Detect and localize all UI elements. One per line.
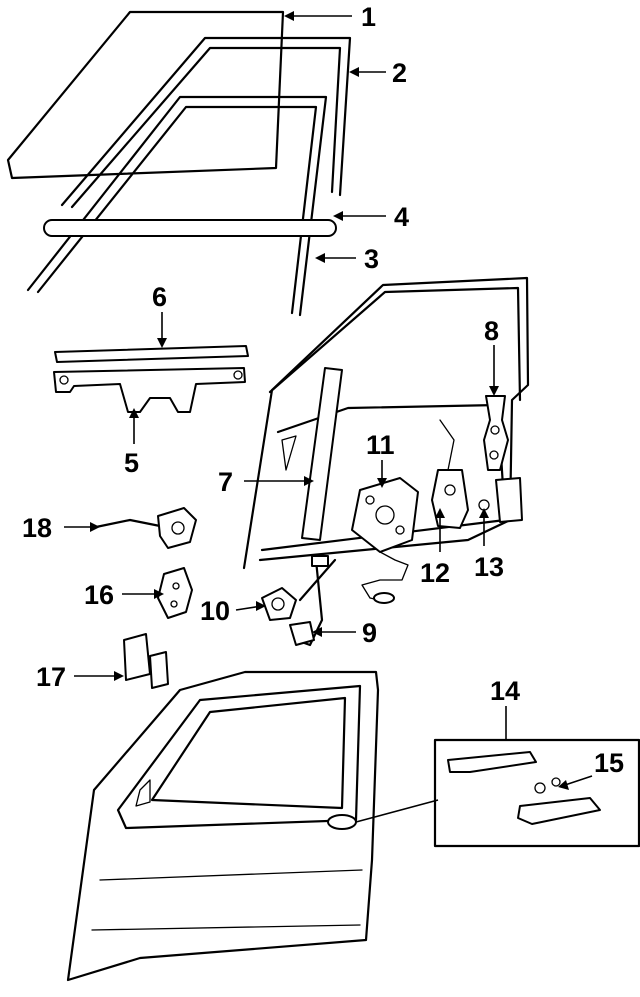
callout-9: 9: [362, 618, 377, 648]
rear-glass-channel: [301, 367, 343, 541]
callout-3: 3: [364, 244, 379, 274]
upper-hinge: [157, 567, 193, 619]
door-latch: [431, 419, 469, 529]
lock-actuator: [351, 477, 419, 553]
glass-run-channel-inner: [26, 95, 328, 317]
regulator-motor: [261, 587, 297, 621]
callout-14: 14: [490, 676, 520, 706]
door-outer-shell: [66, 670, 380, 982]
lower-hinge: [123, 633, 169, 689]
callout-13: 13: [474, 552, 504, 582]
callout-4: 4: [394, 202, 409, 232]
callout-15: 15: [594, 748, 624, 778]
callout-6: 6: [152, 282, 167, 312]
door-glass: [6, 10, 285, 180]
callout-1: 1: [361, 2, 376, 32]
callout-18: 18: [22, 513, 52, 543]
glass-run-channel-outer: [60, 36, 352, 209]
callout-5: 5: [124, 448, 139, 478]
glass-bracket: [53, 367, 246, 413]
callout-12: 12: [420, 558, 450, 588]
callout-17: 17: [36, 662, 66, 692]
callout-2: 2: [392, 58, 407, 88]
callout-11: 11: [366, 430, 395, 460]
lock-rod-assembly: [94, 507, 197, 549]
leader-lines: [64, 11, 593, 790]
callout-16: 16: [84, 580, 114, 610]
outside-handle-detail: [355, 738, 640, 848]
door-check: [483, 395, 509, 471]
inner-belt-strip: [54, 345, 249, 363]
callout-8: 8: [484, 316, 499, 346]
callout-7: 7: [218, 467, 233, 497]
belt-weatherstrip: [43, 219, 337, 237]
wiring-harness: [361, 551, 409, 604]
striker: [478, 477, 523, 523]
callout-10: 10: [200, 596, 230, 626]
